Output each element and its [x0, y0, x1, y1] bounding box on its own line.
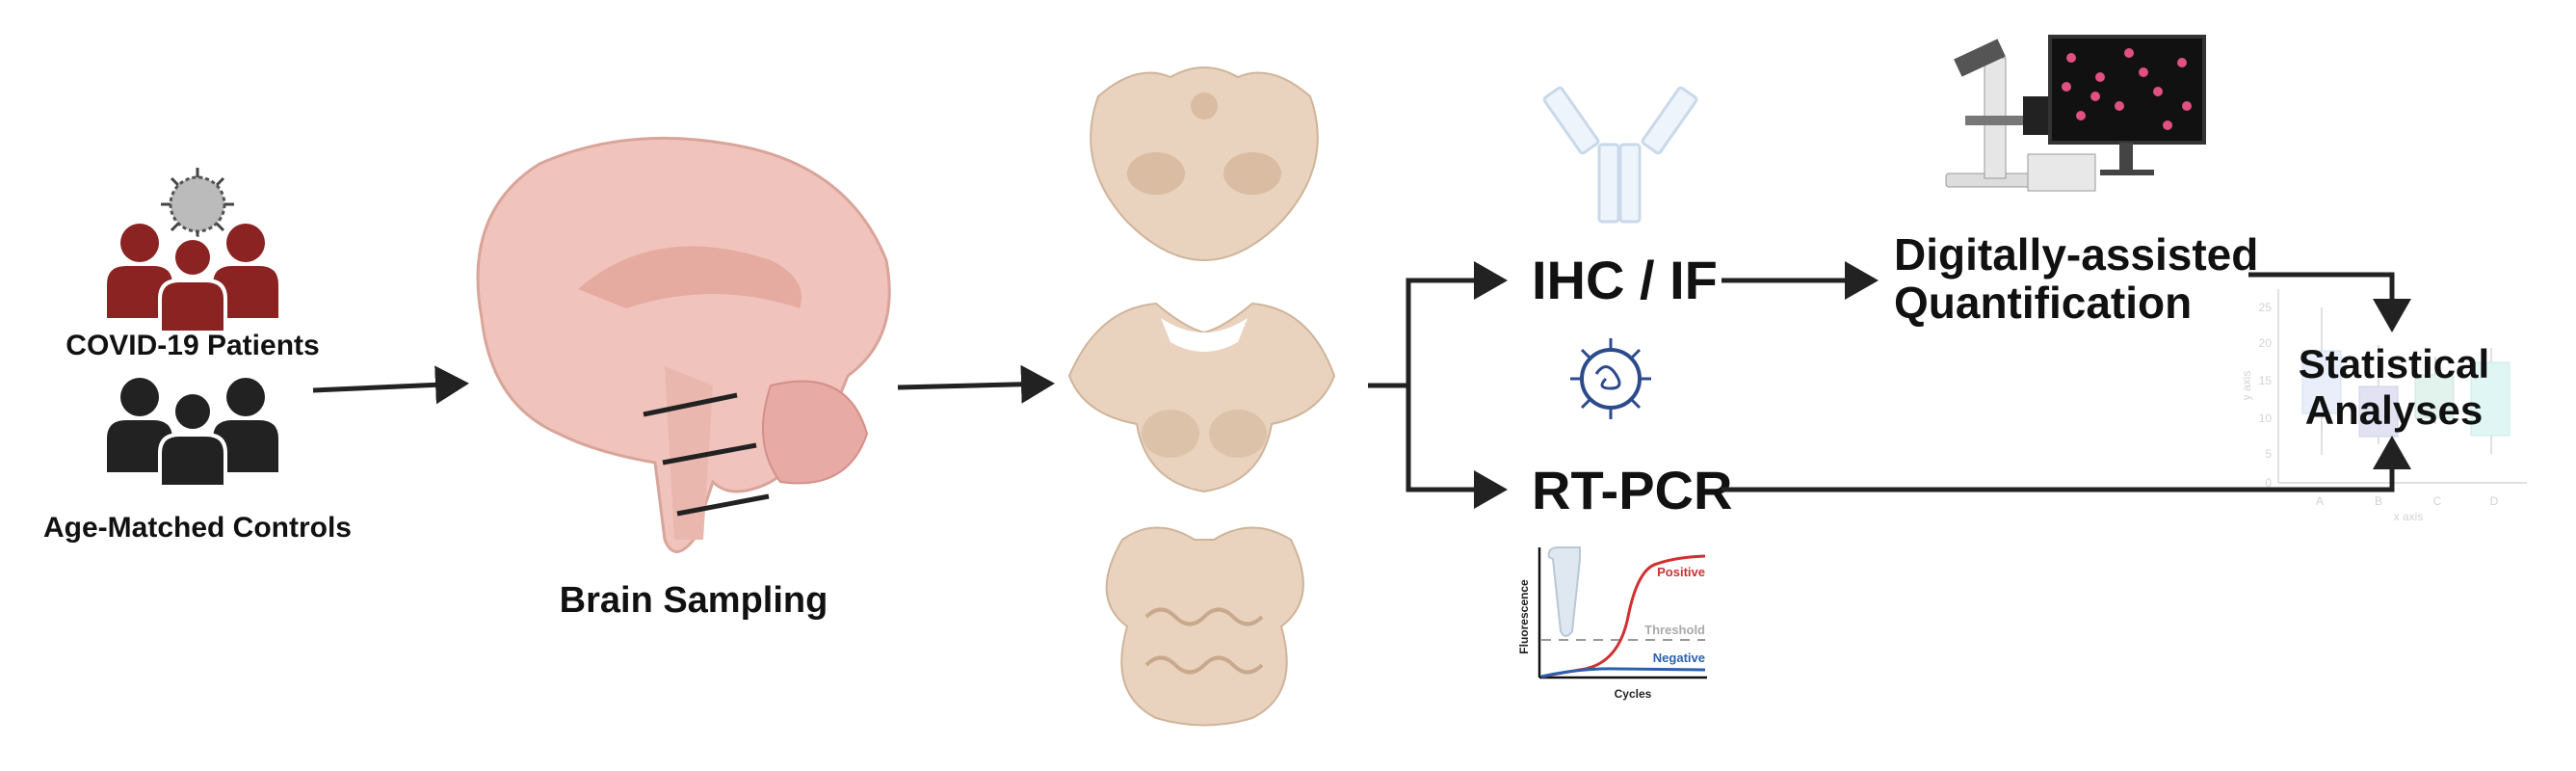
x-tick: C — [2433, 494, 2442, 508]
positive-curve — [1540, 554, 1706, 678]
sars-cov-2-virus-icon — [1570, 338, 1651, 419]
rt-pcr-label: RT-PCR — [1532, 460, 1732, 520]
statistics-label-line2: Analyses — [2305, 387, 2483, 433]
covid-patients-icon — [107, 224, 278, 334]
pcr-xlabel: Cycles — [1615, 687, 1652, 701]
y-tick: 25 — [2259, 301, 2273, 314]
negative-curve — [1540, 667, 1706, 678]
y-tick: 20 — [2259, 336, 2273, 350]
medulla-section — [1105, 526, 1304, 727]
brain-sampling-label: Brain Sampling — [560, 580, 828, 621]
arrows-to-statistics — [1722, 272, 2411, 492]
arrow-to-sections — [897, 364, 1055, 404]
x-tick: A — [2316, 494, 2324, 508]
y-tick: 15 — [2259, 374, 2273, 387]
boxplot-background-chart: 0 5 10 15 20 25 y axis A B C D x axis — [2240, 289, 2527, 523]
microscope-workstation-illustration — [1945, 35, 2206, 192]
arrow-to-brain — [312, 365, 469, 405]
ihc-if-label: IHC / IF — [1532, 250, 1718, 310]
statistics-label-line1: Statistical — [2299, 341, 2489, 386]
x-tick: B — [2375, 494, 2382, 508]
pons-section — [1067, 302, 1336, 493]
stats-xlabel: x axis — [2394, 510, 2424, 523]
covid-patients-label: COVID-19 Patients — [66, 330, 319, 361]
midbrain-section — [1090, 66, 1319, 262]
brain-sagittal-illustration — [476, 136, 891, 553]
y-tick: 0 — [2265, 476, 2272, 490]
pcr-tube-icon — [1547, 546, 1581, 637]
y-tick: 10 — [2259, 412, 2273, 425]
negative-label: Negative — [1653, 651, 1705, 665]
x-tick: D — [2490, 494, 2499, 508]
quantification-label-line2: Quantification — [1894, 278, 2192, 328]
controls-label: Age-Matched Controls — [43, 512, 352, 544]
stats-ylabel: y axis — [2240, 371, 2253, 401]
control-group-icon — [107, 378, 278, 489]
pcr-ylabel: Fluorescence — [1517, 579, 1531, 654]
y-tick: 5 — [2265, 447, 2272, 461]
pcr-amplification-chart: Positive Threshold Negative Cycles Fluor… — [1517, 546, 1707, 701]
positive-label: Positive — [1657, 565, 1705, 579]
quantification-label-line1: Digitally-assisted — [1894, 229, 2258, 279]
coronavirus-icon — [161, 168, 234, 241]
antibody-icon — [1542, 86, 1698, 224]
threshold-label: Threshold — [1644, 623, 1705, 637]
branch-arrows — [1368, 261, 1508, 509]
